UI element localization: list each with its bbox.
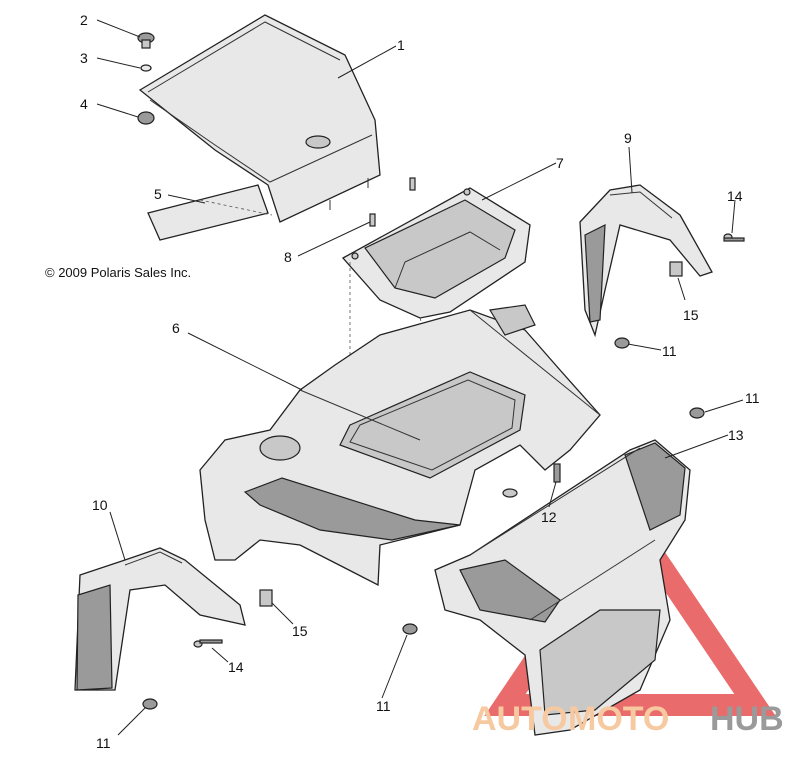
callout-15-left: 15 bbox=[292, 623, 308, 639]
callouts: 2 3 4 1 5 6 7 8 9 14 15 11 11 13 12 10 1… bbox=[80, 12, 760, 751]
callout-13: 13 bbox=[728, 427, 744, 443]
callout-8: 8 bbox=[284, 249, 292, 265]
callout-6: 6 bbox=[172, 320, 180, 336]
part-14-bolt-left bbox=[193, 639, 223, 648]
part-11-pushpin-a bbox=[614, 337, 630, 349]
part-14-bolt-right bbox=[723, 233, 745, 242]
callout-5: 5 bbox=[154, 186, 162, 202]
watermark-auto: AUTO bbox=[472, 700, 568, 738]
part-5-decal bbox=[147, 184, 273, 241]
watermark-hub: HUB bbox=[710, 700, 784, 738]
callout-3: 3 bbox=[80, 50, 88, 66]
callout-11-d: 11 bbox=[96, 735, 111, 751]
part-3-washer bbox=[140, 64, 152, 72]
callout-15-right: 15 bbox=[683, 307, 699, 323]
part-7-storage-bin bbox=[341, 187, 531, 420]
part-15-clip-left bbox=[259, 589, 273, 607]
watermark-moto: MOTO bbox=[568, 700, 669, 738]
leader-lines bbox=[96, 19, 744, 736]
callout-11-c: 11 bbox=[376, 698, 391, 714]
copyright-notice: © 2009 Polaris Sales Inc. bbox=[45, 265, 191, 280]
part-12-screw bbox=[502, 463, 561, 498]
callout-7: 7 bbox=[556, 155, 564, 171]
callout-14-left: 14 bbox=[228, 659, 244, 675]
part-11-pushpin-d bbox=[142, 698, 158, 710]
callout-1: 1 bbox=[397, 37, 405, 53]
callout-4: 4 bbox=[80, 96, 88, 112]
part-8-screw bbox=[369, 177, 416, 227]
part-2-knob bbox=[137, 32, 155, 49]
callout-10: 10 bbox=[92, 497, 108, 513]
callout-12: 12 bbox=[541, 509, 557, 525]
callout-2: 2 bbox=[80, 12, 88, 28]
callout-11-a: 11 bbox=[662, 343, 677, 359]
part-1-storage-lid bbox=[138, 14, 381, 223]
watermark-text: AUTO MOTO HUB bbox=[472, 700, 784, 738]
callout-14-right: 14 bbox=[727, 188, 743, 204]
part-6-rear-body bbox=[199, 304, 601, 587]
part-11-pushpin-c bbox=[402, 623, 418, 635]
part-4-grommet bbox=[137, 111, 155, 125]
callout-9: 9 bbox=[624, 130, 632, 146]
part-13-rear-bumper bbox=[434, 439, 691, 736]
callout-11-b: 11 bbox=[745, 390, 760, 406]
part-9-right-fender bbox=[579, 184, 713, 338]
part-10-left-fender bbox=[74, 547, 246, 691]
part-11-pushpin-b bbox=[689, 407, 705, 419]
part-15-clip-right bbox=[669, 261, 683, 277]
